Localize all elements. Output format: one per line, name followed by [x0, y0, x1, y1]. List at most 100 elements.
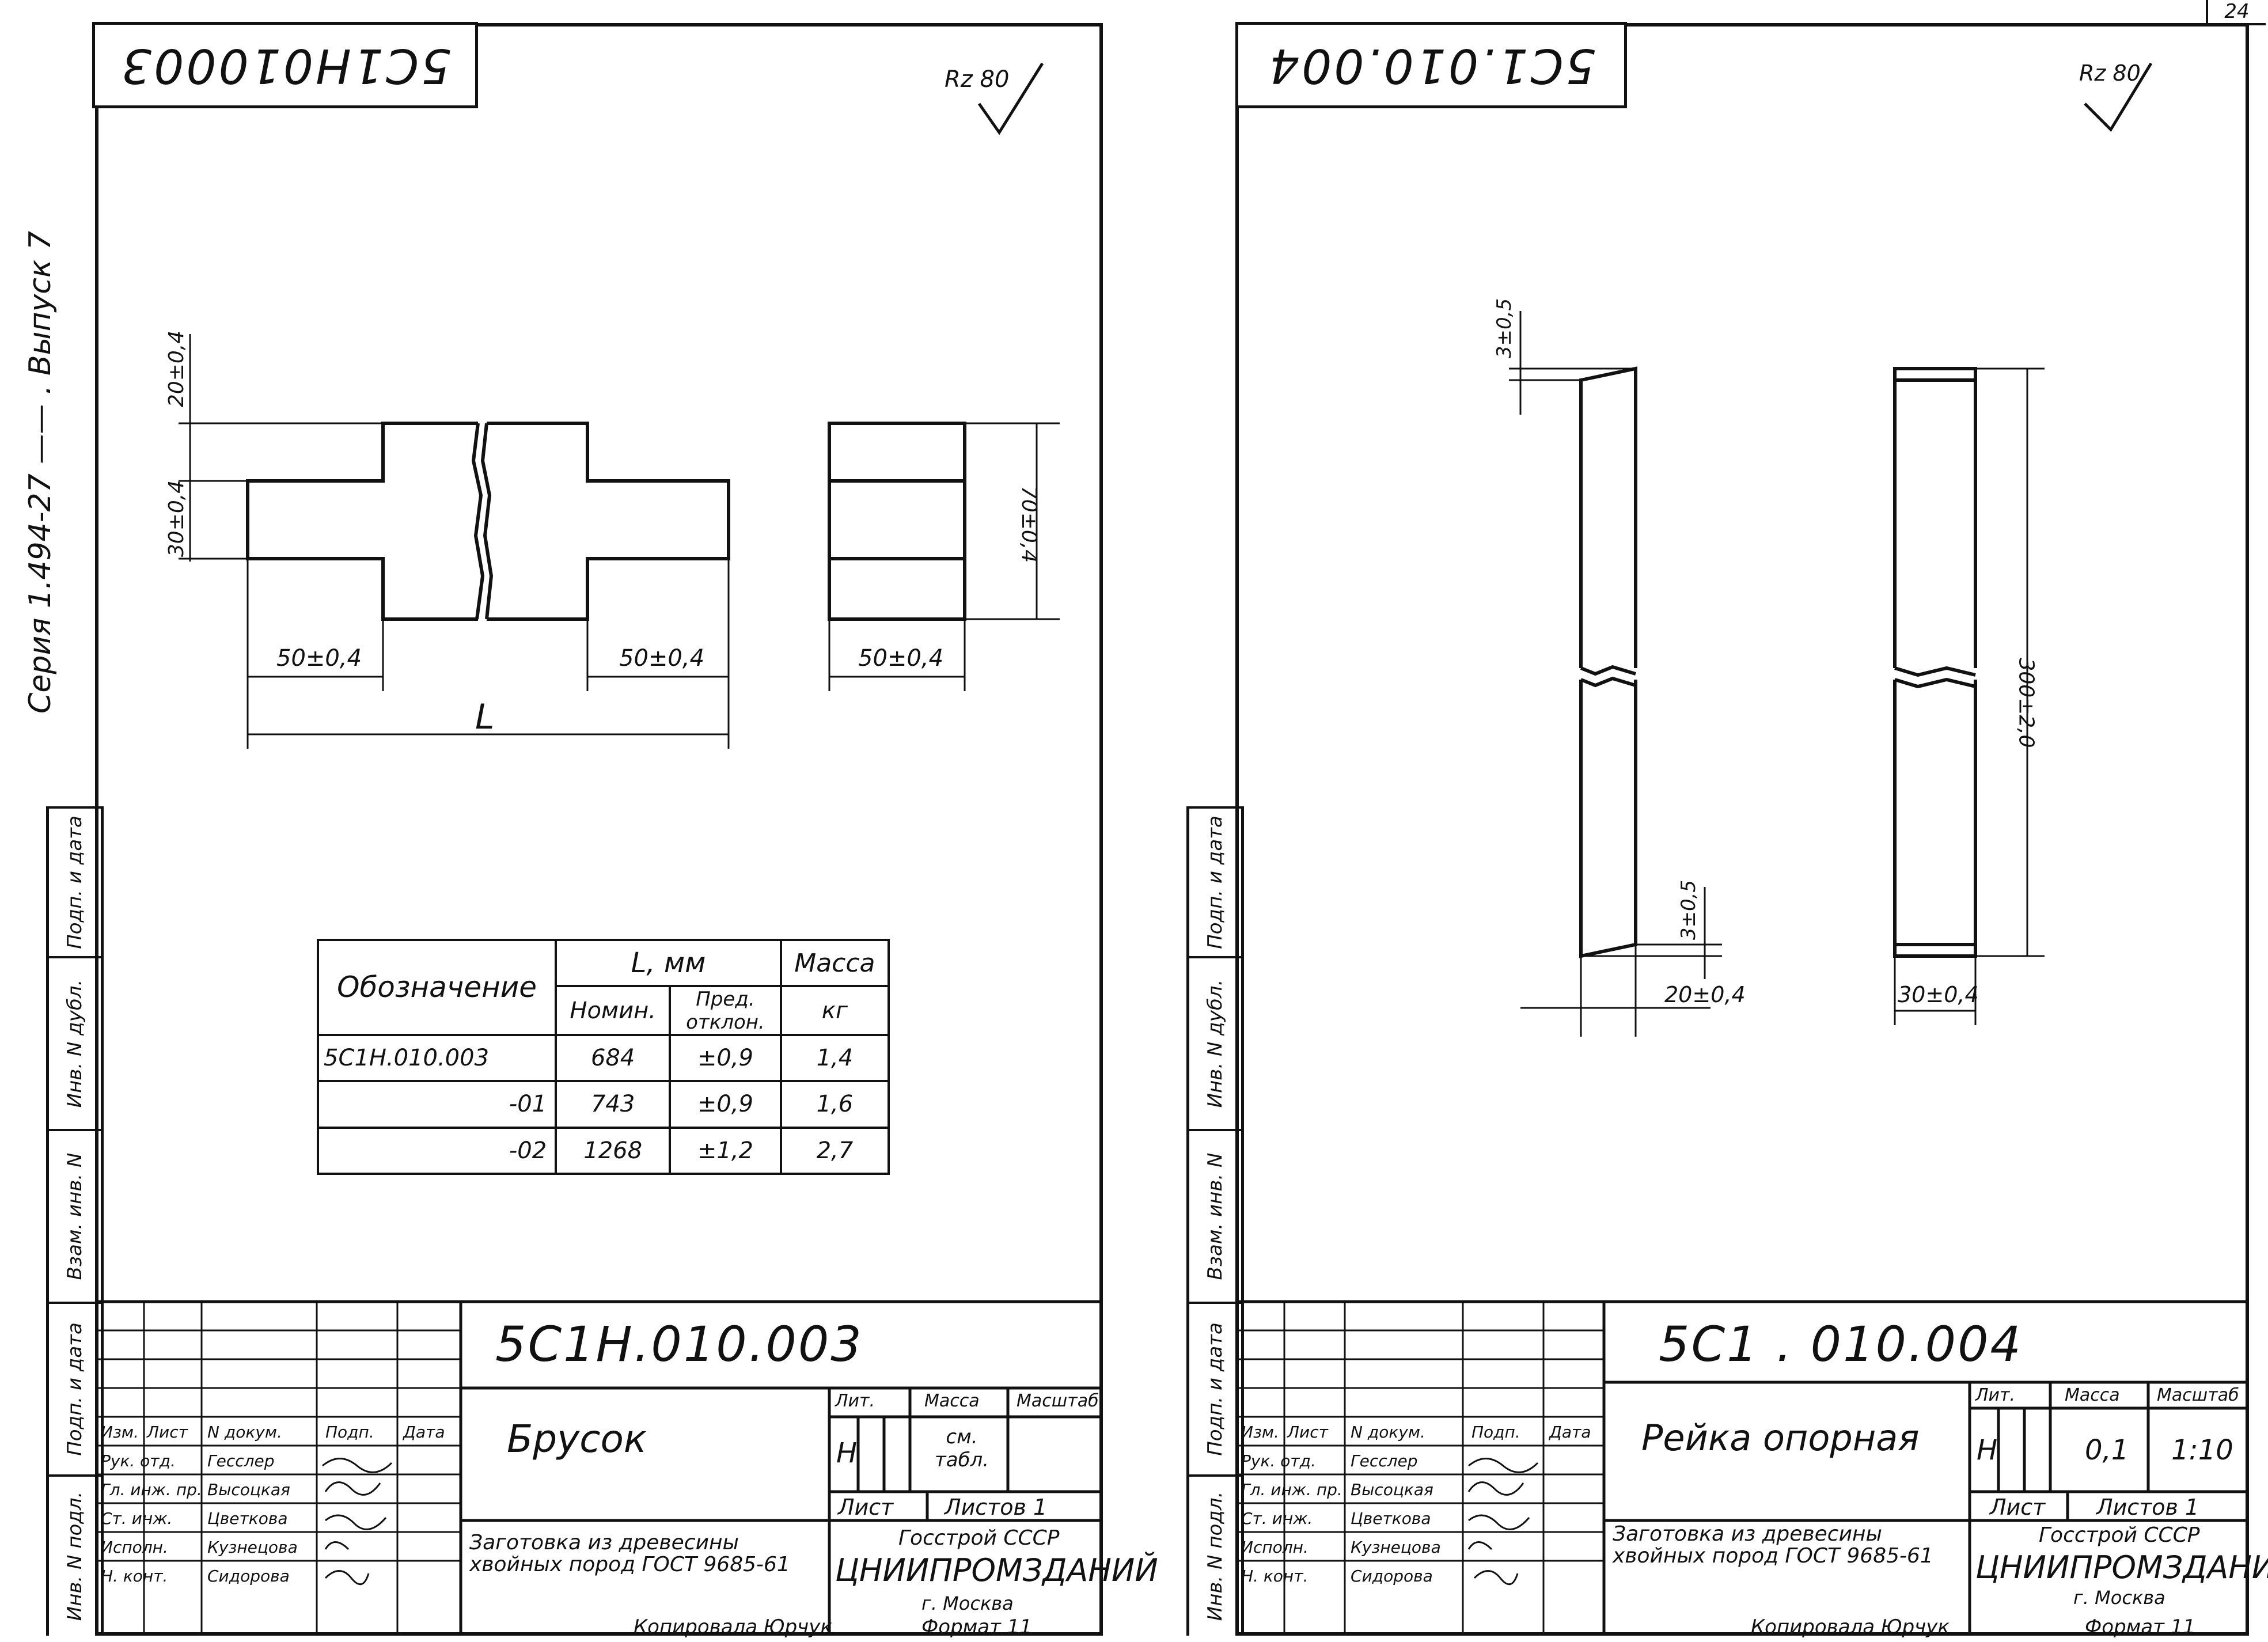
right-dim-len: 300±2,0 — [2014, 658, 2038, 748]
left-spec-table: Обозначение L, мм Масса Номин. Пред. отк… — [316, 938, 890, 1175]
left-stamp-massa-val: см. табл. — [934, 1425, 989, 1472]
left-stamp-org3: г. Москва — [921, 1592, 1014, 1614]
left-dim-mid: 30±0,4 — [165, 480, 189, 558]
side-label: Инв. N дубл. — [1204, 979, 1227, 1108]
side-cell: Подп. и дата — [49, 1302, 101, 1474]
left-stamp-name: Брусок — [507, 1417, 647, 1461]
left-role: Н. конт. — [101, 1567, 168, 1586]
side-cell: Инв. N дубл. — [1189, 956, 1241, 1129]
left-stamp-org2: ЦНИИПРОМЗДАНИЙ — [835, 1552, 1158, 1588]
th-L: L, мм — [555, 938, 782, 988]
left-dim-L: L — [475, 697, 495, 737]
left-person: Кузнецова — [207, 1538, 298, 1557]
side-cell: Подп. и дата — [1189, 806, 1241, 956]
left-role: Рук. отд. — [101, 1451, 176, 1470]
side-label: Инв. N подл. — [1204, 1491, 1227, 1621]
left-person: Гесслер — [207, 1451, 275, 1470]
right-format: Формат 11 — [2085, 1616, 2196, 1639]
right-side-strip: Подп. и дата Инв. N дубл. Взам. инв. N П… — [1186, 806, 1244, 1636]
left-stamp-code: 5С1Н.010.003 — [495, 1316, 863, 1372]
th-designation: Обозначение — [316, 939, 557, 1036]
side-cell: Инв. N дубл. — [49, 956, 101, 1129]
right-stamp-list: Лист — [1990, 1495, 2046, 1520]
left-series-label: Серия 1.494-27 —— . Выпуск 7 — [23, 231, 58, 714]
side-cell: Взам. инв. N — [49, 1129, 101, 1302]
right-stamp-massa-val: 0,1 — [2085, 1434, 2129, 1466]
th-kg: кг — [779, 985, 890, 1036]
right-person: Гесслер — [1351, 1451, 1418, 1470]
cell-nominal: 684 — [555, 1033, 672, 1083]
left-side-strip: Подп. и дата Инв. N дубл. Взам. инв. N П… — [46, 806, 104, 1636]
right-person: Высоцкая — [1351, 1480, 1433, 1499]
left-dim-w1: 50±0,4 — [276, 645, 362, 672]
side-cell: Подп. и дата — [49, 806, 101, 956]
left-hdr-date: Дата — [403, 1423, 445, 1442]
side-label: Подп. и дата — [63, 816, 86, 949]
right-sheet — [1235, 23, 2249, 1636]
table-row: -02 1268 ±1,2 2,7 — [316, 1126, 890, 1175]
side-cell: Взам. инв. N — [1189, 1129, 1241, 1302]
right-stamp-listov: Листов 1 — [2096, 1495, 2199, 1520]
left-dim-w3: 50±0,4 — [858, 645, 944, 672]
right-role: Ст. инж. — [1241, 1509, 1313, 1528]
left-stamp-org1: Госстрой СССР — [898, 1526, 1060, 1550]
right-stamp-org3: г. Москва — [2073, 1587, 2165, 1609]
right-corner-code-text: 5С1.010.004 — [1266, 37, 1596, 93]
left-stamp-listov: Листов 1 — [945, 1495, 1048, 1520]
right-role: Исполн. — [1241, 1538, 1309, 1557]
side-cell: Инв. N подл. — [49, 1474, 101, 1636]
cell-mass: 1,6 — [779, 1080, 890, 1129]
right-role: Рук. отд. — [1241, 1451, 1316, 1470]
th-tolerance: Пред. отклон. — [669, 985, 782, 1036]
th-mass: Масса — [779, 938, 890, 988]
side-label: Подп. и дата — [63, 1322, 86, 1456]
left-role: Гл. инж. пр. — [101, 1480, 202, 1499]
cell-mass: 1,4 — [779, 1033, 890, 1083]
left-person: Сидорова — [207, 1567, 290, 1586]
right-stamp-massa-h: Масса — [2065, 1385, 2120, 1405]
cell-tolerance: ±1,2 — [669, 1126, 782, 1175]
left-copied: Копировала Юрчук — [634, 1616, 832, 1639]
right-dim-bot: 3±0,5 — [1677, 879, 1701, 941]
left-corner-code-text: 5С1Н010003 — [119, 37, 452, 93]
page-number: 24 — [2206, 0, 2266, 25]
right-hdr-sign: Подп. — [1471, 1423, 1520, 1442]
left-dim-w2: 50±0,4 — [619, 645, 705, 672]
left-hdr-izm: Изм. — [101, 1423, 139, 1442]
left-stamp-list: Лист — [838, 1495, 894, 1520]
th-nominal: Номин. — [555, 985, 672, 1036]
left-stamp-lit-h: Лит. — [835, 1391, 875, 1411]
left-format: Формат 11 — [921, 1616, 1033, 1639]
right-roughness: Rz 80 — [2079, 60, 2141, 86]
right-person: Сидорова — [1351, 1567, 1433, 1586]
right-stamp-scale-val: 1:10 — [2171, 1434, 2233, 1466]
right-stamp-lit-h: Лит. — [1975, 1385, 2016, 1405]
left-hdr-sign: Подп. — [325, 1423, 374, 1442]
left-stamp-lit-val: Н — [836, 1437, 858, 1469]
right-person: Цветкова — [1351, 1509, 1431, 1528]
side-label: Взам. инв. N — [1204, 1152, 1227, 1280]
left-sheet — [95, 23, 1103, 1636]
right-dim-w1: 20±0,4 — [1664, 982, 1746, 1007]
right-role: Н. конт. — [1241, 1567, 1309, 1586]
side-cell: Подп. и дата — [1189, 1302, 1241, 1474]
right-stamp-name: Рейка опорная — [1641, 1417, 1920, 1459]
table-row: 5С1Н.010.003 684 ±0,9 1,4 — [316, 1033, 890, 1083]
right-hdr-list: Лист — [1287, 1423, 1328, 1442]
cell-nominal: 743 — [555, 1080, 672, 1129]
right-stamp-org1: Госстрой СССР — [2039, 1523, 2200, 1547]
cell-designation: 5С1Н.010.003 — [316, 1033, 557, 1083]
left-dim-right-h: 70±0,4 — [1017, 486, 1041, 563]
left-role: Ст. инж. — [101, 1509, 173, 1528]
side-label: Подп. и дата — [1204, 816, 1227, 949]
left-person: Цветкова — [207, 1509, 288, 1528]
side-label: Подп. и дата — [1204, 1322, 1227, 1456]
left-dim-top: 20±0,4 — [165, 330, 189, 408]
left-roughness: Rz 80 — [945, 66, 1010, 93]
right-stamp-mashtab-h: Масштаб — [2157, 1385, 2239, 1405]
left-role: Исполн. — [101, 1538, 168, 1557]
right-stamp-org2: ЦНИИПРОМЗДАНИЙ — [1975, 1549, 2268, 1586]
right-stamp-code: 5С1 . 010.004 — [1659, 1316, 2023, 1372]
left-stamp-massa-h: Масса — [924, 1391, 980, 1411]
right-copied: Копировала Юрчук — [1751, 1616, 1950, 1639]
